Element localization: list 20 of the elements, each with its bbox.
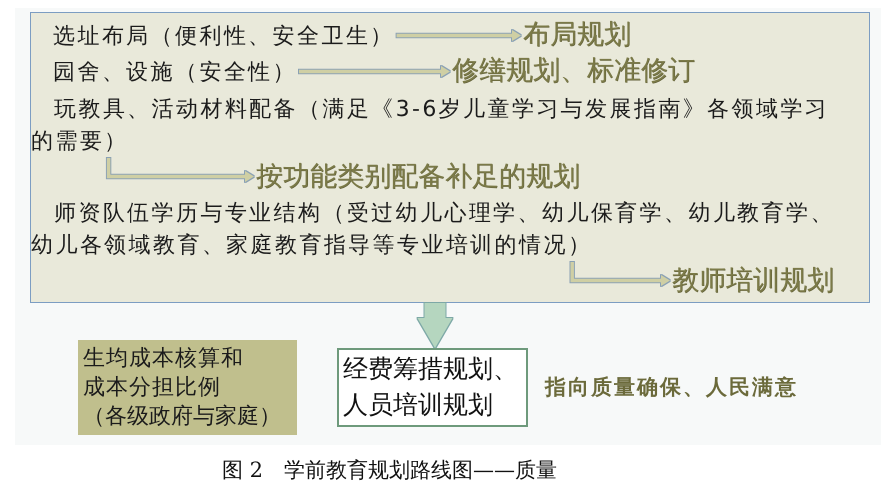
plan-text: 按功能类别配备补足的规划 (256, 160, 580, 194)
goal-text: 指向质量确保、人民满意 (545, 374, 798, 401)
arrow (106, 158, 254, 182)
plan-text: 布局规划 (523, 18, 631, 52)
factor-text: 园舍、设施（安全性） (53, 58, 297, 88)
cost-note-text: （各级政府与家庭） (83, 403, 281, 431)
plan-text: 修缮规划、标准修订 (452, 54, 695, 88)
factor-text: 选址布局（便利性、安全卫生） (53, 22, 395, 52)
arrow (299, 66, 450, 77)
factor-text: 玩教具、活动材料配备（满足《3-6岁儿童学习与发展指南》各领域学习的需要） (31, 94, 846, 158)
arrow (396, 30, 521, 41)
cost-panel (78, 340, 297, 435)
cost-text: 生均成本核算和成本分担比例 (83, 345, 245, 402)
plan-box: 经费筹措规划、人员培训规划 (337, 348, 528, 427)
block-arrow (418, 303, 452, 348)
plan-text: 教师培训规划 (672, 264, 834, 298)
figure-caption: 图 2 学前教育规划路线图——质量 (222, 457, 558, 484)
content-panel (30, 12, 870, 303)
factor-text: 师资队伍学历与专业结构（受过幼儿心理学、幼儿保育学、幼儿教育学、幼儿各领域教育、家庭教育指导等专业培训的情况） (31, 198, 846, 262)
arrow (570, 262, 670, 286)
